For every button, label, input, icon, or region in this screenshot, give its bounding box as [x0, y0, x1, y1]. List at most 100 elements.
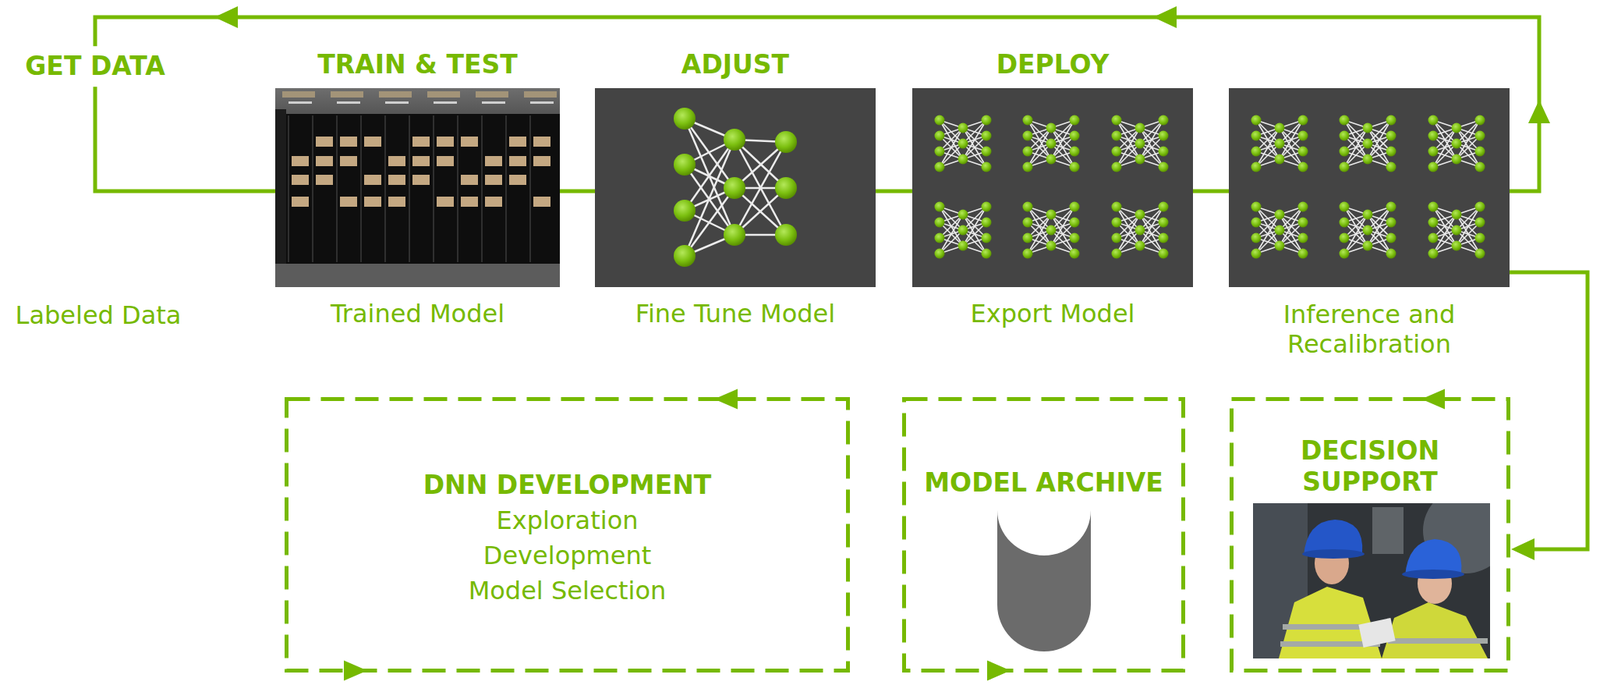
net-neuron — [1111, 146, 1123, 157]
net-neuron — [1251, 162, 1262, 173]
net-neuron — [1111, 248, 1123, 259]
server-module — [533, 155, 551, 167]
arrowhead — [214, 6, 238, 29]
server-module — [509, 155, 527, 167]
connector — [559, 189, 595, 194]
net-neuron — [1046, 225, 1057, 236]
server-module — [484, 174, 503, 185]
net-neuron — [1298, 115, 1309, 126]
net-neuron — [673, 244, 696, 267]
rack-end — [275, 109, 287, 266]
net-neuron — [723, 128, 746, 151]
server-module — [436, 136, 454, 147]
box-fill — [912, 88, 1193, 287]
dashed-outline — [904, 399, 1184, 671]
network-icon — [1428, 115, 1486, 173]
net-neuron — [981, 146, 992, 157]
net-neuron — [1111, 115, 1123, 126]
server-module — [436, 196, 454, 207]
net-neuron — [1135, 154, 1146, 165]
net-neuron — [934, 248, 946, 259]
net-neuron — [1069, 201, 1080, 213]
rack-divider — [311, 115, 314, 262]
ceiling-beam — [330, 91, 364, 98]
net-link — [684, 187, 735, 256]
rack-divider — [505, 115, 507, 262]
net-neuron — [1274, 138, 1285, 149]
network-icon — [934, 201, 992, 259]
net-neuron — [1386, 217, 1397, 228]
connector — [95, 17, 1540, 192]
net-neuron — [1135, 240, 1146, 252]
connector-group — [95, 6, 1551, 192]
net-neuron — [1475, 233, 1486, 244]
adjust-box: ADJUSTFine Tune Model — [594, 88, 876, 287]
hat-brim — [1401, 569, 1465, 579]
net-neuron — [1475, 201, 1486, 213]
net-neuron — [1475, 146, 1486, 157]
net-neuron — [1386, 162, 1397, 173]
net-neuron — [723, 223, 746, 246]
rack-divider — [432, 115, 435, 262]
net-neuron — [1428, 233, 1439, 244]
net-neuron — [1023, 217, 1034, 228]
network-icon — [1428, 201, 1486, 259]
net-neuron — [1386, 233, 1397, 244]
net-neuron — [1069, 146, 1080, 157]
net-neuron — [1111, 162, 1123, 173]
net-neuron — [1386, 115, 1397, 126]
server-module — [484, 196, 503, 207]
net-neuron — [1298, 217, 1309, 228]
box-fill — [275, 88, 560, 287]
net-neuron — [673, 153, 696, 176]
server-module — [436, 155, 454, 167]
net-neuron — [1298, 130, 1309, 142]
node-caption: Fine Tune Model — [635, 298, 836, 329]
net-neuron — [934, 130, 946, 142]
net-neuron — [1339, 233, 1350, 244]
node-heading: ADJUST — [681, 49, 790, 81]
net-neuron — [934, 162, 946, 173]
net-neuron — [1046, 138, 1057, 149]
net-neuron — [1475, 217, 1486, 228]
net-neuron — [1046, 123, 1057, 134]
net-neuron — [1158, 201, 1169, 213]
net-neuron — [958, 123, 969, 134]
net-neuron — [958, 154, 969, 165]
server-module — [315, 155, 333, 167]
network-icon — [1111, 115, 1169, 173]
net-neuron — [981, 201, 992, 213]
server-room-picture — [275, 88, 560, 287]
net-neuron — [1046, 209, 1057, 220]
node-heading: MODEL ARCHIVE — [923, 467, 1164, 499]
net-neuron — [1339, 146, 1350, 157]
net-neuron — [981, 130, 992, 142]
net-neuron — [673, 107, 696, 130]
net-neuron — [1023, 115, 1034, 126]
net-neuron — [1274, 240, 1285, 252]
node-heading: DNN DEVELOPMENT — [423, 469, 712, 501]
net-neuron — [1023, 130, 1034, 142]
network-icon — [1023, 115, 1080, 173]
rack-divider — [456, 115, 459, 262]
net-neuron — [1386, 248, 1397, 259]
network-icon — [1111, 201, 1169, 259]
network-icon — [1023, 201, 1080, 259]
server-module — [315, 174, 333, 185]
net-neuron — [1451, 209, 1462, 220]
net-neuron — [1451, 225, 1462, 236]
net-neuron — [1111, 130, 1123, 142]
net-neuron — [958, 225, 969, 236]
net-neuron — [1298, 146, 1309, 157]
machinery — [1372, 506, 1404, 554]
node-heading: TRAIN & TEST — [317, 49, 517, 81]
net-neuron — [1251, 130, 1262, 142]
arrowhead — [1511, 538, 1535, 560]
server-module — [412, 155, 430, 167]
server-module — [460, 196, 478, 207]
server-module — [533, 136, 551, 147]
server-module — [291, 174, 309, 185]
net-neuron — [723, 176, 746, 199]
net-neuron — [1428, 146, 1439, 157]
database-cylinder — [997, 509, 1091, 652]
